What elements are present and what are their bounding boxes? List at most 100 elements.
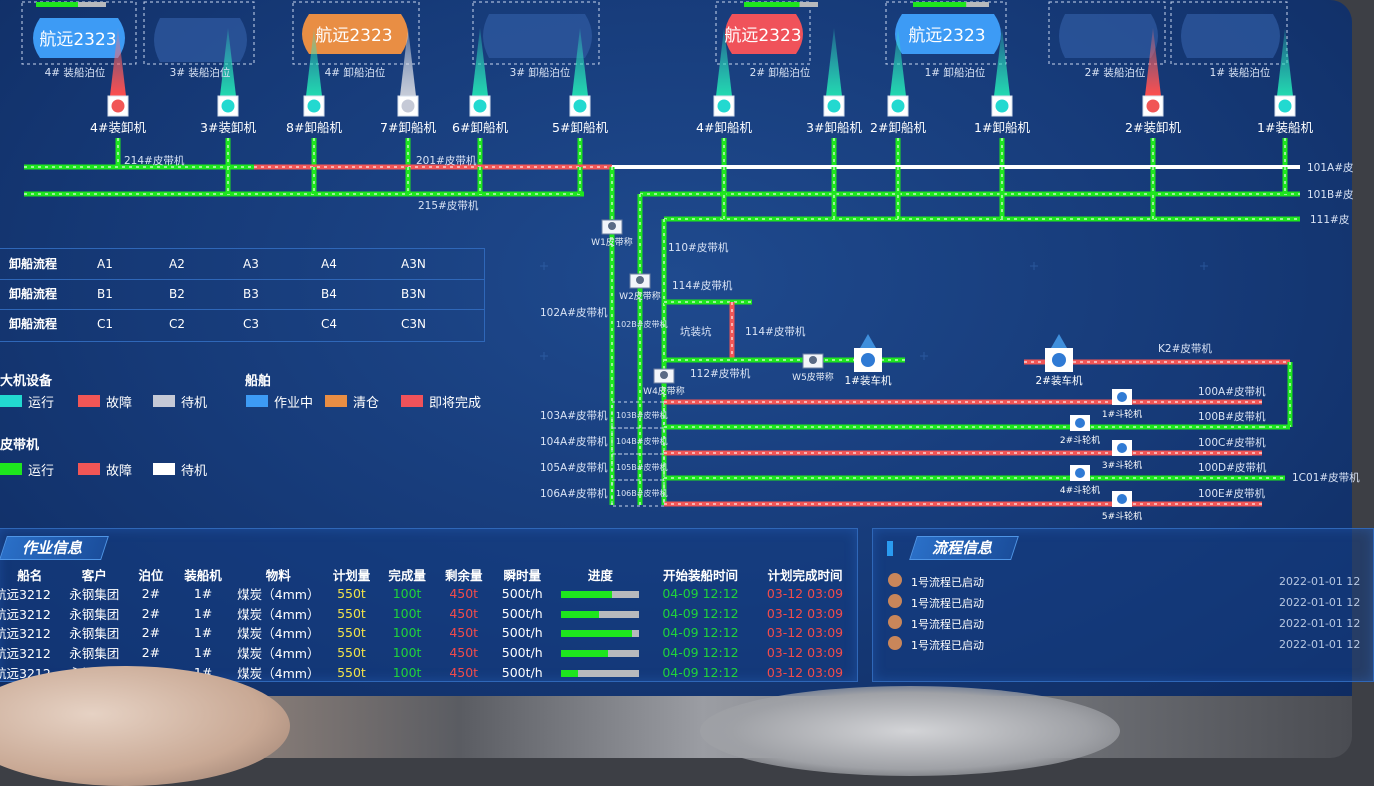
machine-10[interactable]: 1#卸船机 [974, 28, 1030, 135]
machine-8[interactable]: 3#卸船机 [806, 28, 862, 135]
process-cell[interactable]: A2 [169, 257, 185, 271]
job-cell: 04-09 12:12 [662, 586, 739, 602]
process-cell[interactable]: B2 [169, 287, 185, 301]
belt-scale[interactable]: W5皮带称 [792, 353, 834, 383]
flow-item[interactable]: 1号流程已启动 [888, 594, 984, 611]
belt-scale[interactable]: W4皮带称 [643, 368, 685, 397]
legend-swatch-run [0, 395, 22, 407]
belt-label-a: 105A#皮带机 [540, 461, 608, 474]
process-cell[interactable]: B1 [97, 287, 113, 301]
process-cell[interactable]: B3 [243, 287, 259, 301]
job-cell: 100t [392, 625, 422, 641]
berth-label: 1# 卸船泊位 [925, 66, 986, 79]
ship-4[interactable]: 航远2323 [895, 14, 1001, 54]
process-cell[interactable]: C2 [169, 317, 186, 331]
machine-label: 6#卸船机 [452, 120, 508, 135]
belt-label-a: 104A#皮带机 [540, 435, 608, 448]
job-col-header[interactable]: 计划完成时间 [767, 567, 843, 583]
legend-swatch-belt-run [0, 463, 22, 475]
berth-label: 3# 卸船泊位 [510, 66, 571, 79]
car-loader[interactable]: 1#装车机 [845, 334, 892, 387]
flow-time: 2022-01-01 12 [1279, 617, 1361, 630]
flow-status-dot [888, 594, 902, 608]
job-col-header[interactable]: 客户 [81, 567, 107, 583]
ship-progress-fill [744, 2, 800, 7]
process-cell[interactable]: A3N [401, 257, 426, 271]
legend-label-ship-clearing: 清仓 [353, 396, 380, 411]
belt-label-b: 105B#皮带机 [616, 462, 667, 472]
machine-2[interactable]: 3#装卸机 [200, 28, 256, 135]
job-col-header[interactable]: 物料 [265, 567, 291, 583]
legend-swatch-ship-working [246, 395, 268, 407]
bucket-wheel[interactable]: 3#斗轮机 [1102, 440, 1142, 471]
machine-7[interactable]: 4#卸船机 [696, 28, 752, 135]
job-col-header[interactable]: 瞬时量 [503, 567, 541, 583]
process-cell[interactable]: C4 [321, 317, 338, 331]
flow-item[interactable]: 1号流程已启动 [888, 615, 984, 632]
process-cell[interactable]: C1 [97, 317, 114, 331]
process-cell[interactable]: A4 [321, 257, 337, 271]
bucket-wheel[interactable]: 2#斗轮机 [1060, 415, 1100, 446]
flow-text: 1号流程已启动 [911, 597, 984, 610]
flow-item[interactable]: 1号流程已启动 [888, 636, 984, 653]
process-cell[interactable]: C3N [401, 317, 426, 331]
job-col-header[interactable]: 计划量 [332, 567, 371, 583]
process-cell[interactable]: B3N [401, 287, 426, 301]
process-cell[interactable]: C3 [243, 317, 260, 331]
job-col-header[interactable]: 装船机 [184, 567, 222, 583]
ship-2[interactable]: 航远2323 [302, 14, 408, 54]
process-cell[interactable]: B4 [321, 287, 337, 301]
job-cell: 1# [193, 586, 213, 602]
progress-cell [553, 584, 648, 604]
job-col-header[interactable]: 船名 [17, 567, 43, 583]
job-cell: 煤炭（4mm） [237, 587, 320, 603]
machine-6[interactable]: 5#卸船机 [552, 28, 608, 135]
process-cell[interactable]: A1 [97, 257, 113, 271]
legend-swatch-idle [153, 395, 175, 407]
belt-label-215: 215#皮带机 [418, 199, 479, 212]
berth-frame [1170, 1, 1288, 65]
ship-1[interactable]: 航远2323 [33, 18, 125, 58]
machine-4[interactable]: 7#卸船机 [380, 28, 436, 135]
legend-machine-title: 大机设备 [0, 374, 53, 389]
bucket-wheel[interactable]: 1#斗轮机 [1102, 389, 1142, 420]
machine-9[interactable]: 2#卸船机 [870, 28, 926, 135]
machine-1[interactable]: 4#装卸机 [90, 28, 146, 135]
process-cell[interactable]: A3 [243, 257, 259, 271]
job-cell: 500t/h [501, 664, 543, 680]
job-cell: 航远3212 [0, 587, 51, 603]
job-col-header[interactable]: 泊位 [138, 567, 164, 583]
job-col-header[interactable]: 完成量 [388, 567, 426, 583]
machine-12[interactable]: 1#装船机 [1257, 28, 1313, 135]
bucket-label: 4#斗轮机 [1060, 484, 1100, 496]
machine-11[interactable]: 2#装卸机 [1125, 28, 1181, 135]
berth-label: 4# 卸船泊位 [325, 66, 386, 79]
job-col-header[interactable]: 进度 [587, 567, 613, 583]
belt-scale[interactable]: W2皮带称 [619, 273, 661, 302]
machine-label: 8#卸船机 [286, 120, 342, 135]
bucket-wheel[interactable]: 5#斗轮机 [1102, 491, 1142, 522]
job-cell: 煤炭（4mm） [237, 626, 320, 642]
ship-progress-fill [913, 2, 967, 7]
belt-scale[interactable]: W1皮带称 [591, 219, 633, 248]
car-loader[interactable]: 2#装车机 [1036, 334, 1083, 387]
flow-item[interactable]: 1号流程已启动 [888, 573, 984, 590]
job-col-header[interactable]: 剩余量 [444, 567, 483, 583]
machine-3[interactable]: 8#卸船机 [286, 28, 342, 135]
bucket-wheel[interactable]: 4#斗轮机 [1060, 465, 1100, 496]
progress-bar [561, 610, 640, 618]
job-col-header[interactable]: 开始装船时间 [662, 567, 738, 583]
machine-5[interactable]: 6#卸船机 [452, 28, 508, 135]
belt-label-214: 214#皮带机 [124, 154, 185, 167]
job-cell: 03-12 03:09 [766, 664, 844, 680]
ship-3[interactable]: 航远2323 [724, 14, 803, 54]
legend-label-ship-done: 即将完成 [429, 396, 482, 411]
progress-bar [561, 669, 640, 677]
legend-label-idle: 待机 [181, 396, 208, 411]
progress-cell [553, 604, 648, 624]
